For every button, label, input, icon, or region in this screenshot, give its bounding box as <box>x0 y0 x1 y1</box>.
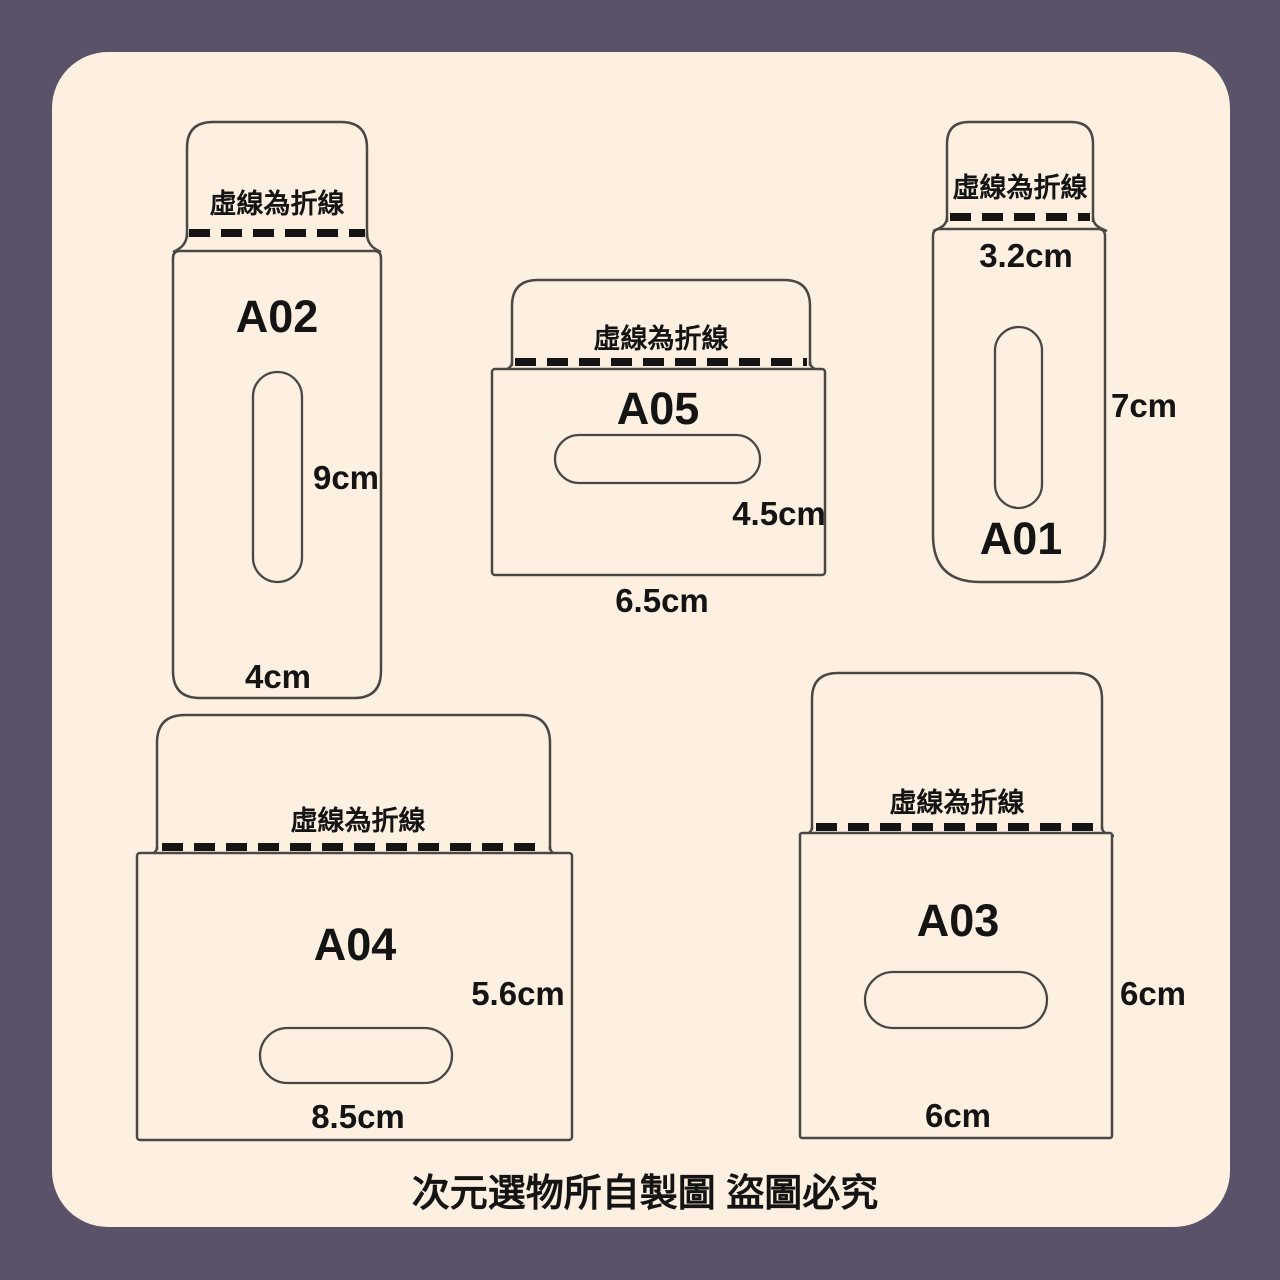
a03-flap <box>810 671 1104 830</box>
a04-label: A04 <box>314 919 397 970</box>
piece-a02: 虛線為折線 A02 9cm 4cm <box>171 120 383 700</box>
a01-shoulder-right <box>1091 216 1108 233</box>
a02-width-label: 4cm <box>245 658 311 695</box>
a01-fold-note: 虛線為折線 <box>953 172 1088 203</box>
a01-label: A01 <box>980 513 1063 564</box>
a02-label: A02 <box>236 291 319 342</box>
a01-flap <box>945 120 1095 222</box>
piece-a03: 虛線為折線 A03 6cm 6cm <box>798 671 1186 1140</box>
piece-a05: 虛線為折線 A05 4.5cm 6.5cm <box>490 278 827 619</box>
a05-slot <box>553 433 762 485</box>
a04-fold-note: 虛線為折線 <box>291 805 426 836</box>
a02-fold-note: 虛線為折線 <box>210 188 345 219</box>
a04-height-label: 5.6cm <box>471 975 565 1012</box>
a04-body <box>135 851 574 1142</box>
a02-flap <box>185 120 369 238</box>
a03-slot <box>863 970 1049 1030</box>
a03-fold-note: 虛線為折線 <box>890 787 1025 818</box>
a03-width-label: 6cm <box>925 1097 991 1134</box>
a03-height-label: 6cm <box>1120 975 1186 1012</box>
a05-height-label: 4.5cm <box>732 495 826 532</box>
a05-label: A05 <box>617 383 700 434</box>
a04-flap <box>155 713 552 850</box>
a01-width-label: 3.2cm <box>979 237 1073 274</box>
a05-flap <box>510 278 812 366</box>
a02-height-label: 9cm <box>313 459 379 496</box>
caption: 次元選物所自製圖 盜圖必究 <box>412 1173 879 1215</box>
a01-slot <box>993 325 1044 510</box>
piece-a01: 虛線為折線 3.2cm 7cm A01 <box>931 120 1177 584</box>
piece-a04: 虛線為折線 A04 5.6cm 8.5cm <box>135 713 574 1142</box>
a04-width-label: 8.5cm <box>311 1098 405 1135</box>
a05-width-label: 6.5cm <box>615 582 709 619</box>
a05-fold-note: 虛線為折線 <box>594 323 729 354</box>
a02-slot <box>251 370 304 584</box>
a03-label: A03 <box>917 895 1000 946</box>
a04-slot <box>258 1026 454 1085</box>
a01-height-label: 7cm <box>1111 387 1177 424</box>
